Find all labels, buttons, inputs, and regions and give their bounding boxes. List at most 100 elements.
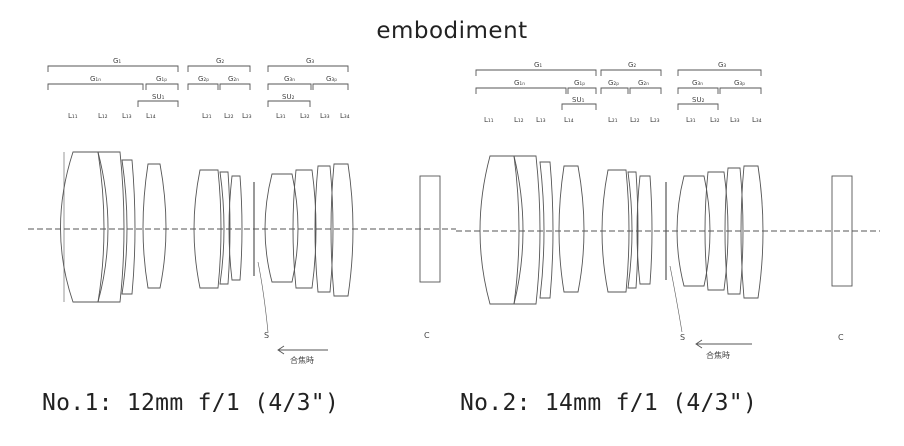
bracket-g3p-r [719, 87, 762, 94]
bracket-g1-r [475, 69, 597, 76]
stop-label: S [264, 331, 269, 340]
stop-label-r: S [680, 333, 685, 342]
caption-embodiment-1: No.1: 12mm f/1 (4/3") [42, 390, 340, 416]
label-g1n-r: G₁ₙ [514, 79, 525, 87]
label-l33-r: L₃₃ [730, 116, 740, 124]
label-g3-r: G₃ [718, 61, 726, 69]
bracket-g2-r [600, 69, 662, 76]
lens-l14 [142, 163, 167, 289]
lens-l23 [228, 175, 243, 281]
label-g1p-r: G₁ₚ [574, 79, 585, 87]
lens-l33 [314, 165, 334, 293]
label-g1-r: G₁ [534, 61, 542, 69]
lens-l13-r [539, 161, 554, 299]
label-g2n-r: G₂ₙ [638, 79, 649, 87]
diagram-embodiment-1: G₁ G₂ G₃ G₁ₙ G₁ₚ G₂ₚ G₂ₙ G₃ₙ G₃ₚ SU₁ SU₂… [28, 52, 456, 372]
lens-l21-r [601, 169, 630, 293]
label-l11-r: L₁₁ [484, 116, 494, 124]
bracket-g3n [267, 83, 312, 90]
label-g1: G₁ [113, 57, 121, 65]
label-l23-r: L₂₃ [650, 116, 660, 124]
lens-l31-r [676, 175, 711, 287]
focus-label: 合焦時 [290, 355, 314, 365]
bracket-su1 [137, 100, 179, 107]
lens-l34-r [740, 165, 764, 299]
bracket-g1p [145, 83, 179, 90]
label-l33: L₃₃ [320, 112, 330, 120]
label-l13: L₁₃ [122, 112, 132, 120]
lens-l21 [193, 169, 222, 289]
label-g3p: G₃ₚ [326, 75, 337, 83]
lens-l31 [264, 173, 299, 283]
label-l22-r: L₂₂ [630, 116, 640, 124]
lens-l22-r [627, 171, 639, 289]
label-g1p: G₁ₚ [156, 75, 167, 83]
label-l12: L₁₂ [98, 112, 108, 120]
label-l11: L₁₁ [68, 112, 78, 120]
label-l22: L₂₂ [224, 112, 234, 120]
caption-embodiment-2: No.2: 14mm f/1 (4/3") [460, 390, 758, 416]
lens-diagram-1: G₁ G₂ G₃ G₁ₙ G₁ₚ G₂ₚ G₂ₙ G₃ₙ G₃ₚ SU₁ SU₂… [28, 57, 456, 365]
bracket-g2n [219, 83, 251, 90]
bracket-g1n-r [475, 87, 567, 94]
label-l34-r: L₃₄ [752, 116, 762, 124]
label-su1: SU₁ [152, 93, 165, 101]
label-l14: L₁₄ [146, 112, 156, 120]
label-g3n: G₃ₙ [284, 75, 295, 83]
lens-l13 [121, 159, 136, 295]
label-g2: G₂ [216, 57, 224, 65]
bracket-g2n-r [629, 87, 662, 94]
bracket-su2-r [677, 103, 719, 110]
lens-l33-r [724, 167, 744, 295]
label-g3n-r: G₃ₙ [692, 79, 703, 87]
cover-glass [419, 175, 441, 283]
bracket-g2 [187, 65, 251, 72]
label-l31: L₃₁ [276, 112, 286, 120]
lens-l32-r [704, 171, 729, 291]
cover-glass-r [831, 175, 853, 287]
label-su1-r: SU₁ [572, 96, 585, 104]
bracket-g3-r [677, 69, 762, 76]
label-g2p-r: G₂ₚ [608, 79, 619, 87]
label-l34: L₃₄ [340, 112, 350, 120]
label-g3p-r: G₃ₚ [734, 79, 745, 87]
lens-diagram-2: G₁ G₂ G₃ G₁ₙ G₁ₚ G₂ₚ G₂ₙ G₃ₙ G₃ₚ SU₁ SU₂… [456, 61, 880, 360]
bracket-su2 [267, 100, 311, 107]
bracket-su1-r [561, 103, 597, 110]
bracket-g3n-r [677, 87, 719, 94]
cover-label-r: C [838, 333, 844, 342]
label-l13-r: L₁₃ [536, 116, 546, 124]
lens-l23-r [636, 175, 653, 285]
label-l21: L₂₁ [202, 112, 212, 120]
label-l32: L₃₂ [300, 112, 310, 120]
label-su2-r: SU₂ [692, 96, 705, 104]
bracket-g1p-r [567, 87, 597, 94]
label-l32-r: L₃₂ [710, 116, 720, 124]
bracket-g3p [312, 83, 349, 90]
label-l21-r: L₂₁ [608, 116, 618, 124]
focus-label-r: 合焦時 [706, 350, 730, 360]
lens-l12-r [513, 155, 541, 305]
lens-l34 [330, 163, 354, 297]
page-title: embodiment [376, 18, 528, 44]
lens-l22 [219, 171, 231, 285]
bracket-g2p [187, 83, 219, 90]
label-l12-r: L₁₂ [514, 116, 524, 124]
label-su2: SU₂ [282, 93, 295, 101]
label-l31-r: L₃₁ [686, 116, 696, 124]
bracket-g1n [47, 83, 144, 90]
lens-l12 [97, 151, 125, 303]
label-g2n: G₂ₙ [228, 75, 239, 83]
label-g2p: G₂ₚ [198, 75, 209, 83]
label-l14-r: L₁₄ [564, 116, 574, 124]
bracket-g3 [267, 65, 349, 72]
label-g1n: G₁ₙ [90, 75, 101, 83]
label-g3: G₃ [306, 57, 314, 65]
lens-l32 [292, 169, 317, 289]
lens-l14-r [558, 165, 585, 293]
label-l23: L₂₃ [242, 112, 252, 120]
label-g2-r: G₂ [628, 61, 636, 69]
bracket-g2p-r [600, 87, 629, 94]
cover-label: C [424, 331, 430, 340]
bracket-g1 [47, 65, 179, 72]
